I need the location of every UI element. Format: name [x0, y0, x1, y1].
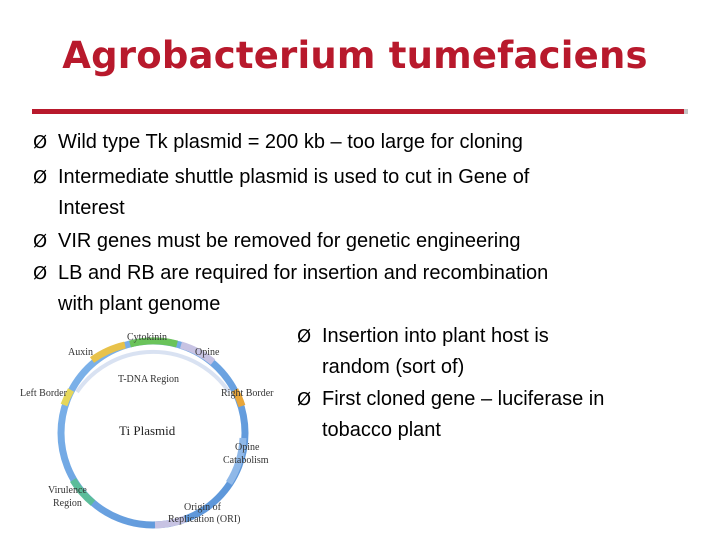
- left-border-label: Left Border: [20, 388, 68, 399]
- cytokinin-label: Cytokinin: [127, 332, 167, 343]
- bullet-text-continued: with plant genome: [58, 293, 221, 315]
- origin-label-1: Origin of: [184, 502, 222, 513]
- opine-segment: [179, 341, 216, 365]
- bullet-text-continued: Interest: [58, 197, 125, 219]
- arrow-bullet-icon: Ø: [297, 326, 312, 347]
- bullet-text: Intermediate shuttle plasmid is used to …: [58, 166, 530, 188]
- right-border-label: Right Border: [221, 388, 274, 399]
- auxin-segment: [89, 341, 126, 363]
- opine-catabolism-segment: [225, 437, 247, 485]
- bullet-text: First cloned gene – luciferase in: [322, 388, 605, 410]
- arrow-bullet-icon: Ø: [33, 231, 48, 252]
- bullet-text: VIR genes must be removed for genetic en…: [58, 230, 521, 252]
- bullet-text-continued: tobacco plant: [322, 419, 441, 441]
- arrow-bullet-icon: Ø: [33, 263, 48, 284]
- right-border-segment: [231, 388, 246, 408]
- virulence-label-2: Region: [53, 498, 82, 509]
- left-border-segment: [60, 388, 75, 407]
- arrow-bullet-icon: Ø: [33, 167, 48, 188]
- arrow-bullet-icon: Ø: [297, 389, 312, 410]
- ti-plasmid-diagram: Cytokinin Auxin Opine T-DNA Region Left …: [20, 332, 274, 529]
- title-underline: [32, 109, 684, 114]
- bullet-text: LB and RB are required for insertion and…: [58, 262, 549, 284]
- ti-plasmid-label: Ti Plasmid: [119, 423, 176, 438]
- origin-label-2: Replication (ORI): [168, 514, 240, 525]
- arrow-bullet-icon: Ø: [33, 132, 48, 153]
- virulence-label-1: Virulence: [48, 485, 87, 496]
- t-dna-region-label: T-DNA Region: [118, 374, 179, 385]
- bullet-text: Wild type Tk plasmid = 200 kb – too larg…: [58, 131, 523, 153]
- t-dna-arc: [75, 349, 231, 394]
- bullet-text-continued: random (sort of): [322, 356, 465, 378]
- opine-label: Opine: [195, 347, 220, 358]
- virulence-segment: [70, 478, 96, 506]
- opine-catabolism-label-1: Opine: [235, 442, 260, 453]
- auxin-label: Auxin: [68, 347, 93, 358]
- origin-segment: [154, 515, 187, 529]
- cytokinin-segment: [129, 337, 178, 348]
- bullet-text: Insertion into plant host is: [322, 325, 549, 347]
- opine-catabolism-label-2: Catabolism: [223, 455, 269, 466]
- slide-title: Agrobacterium tumefaciens: [62, 34, 648, 77]
